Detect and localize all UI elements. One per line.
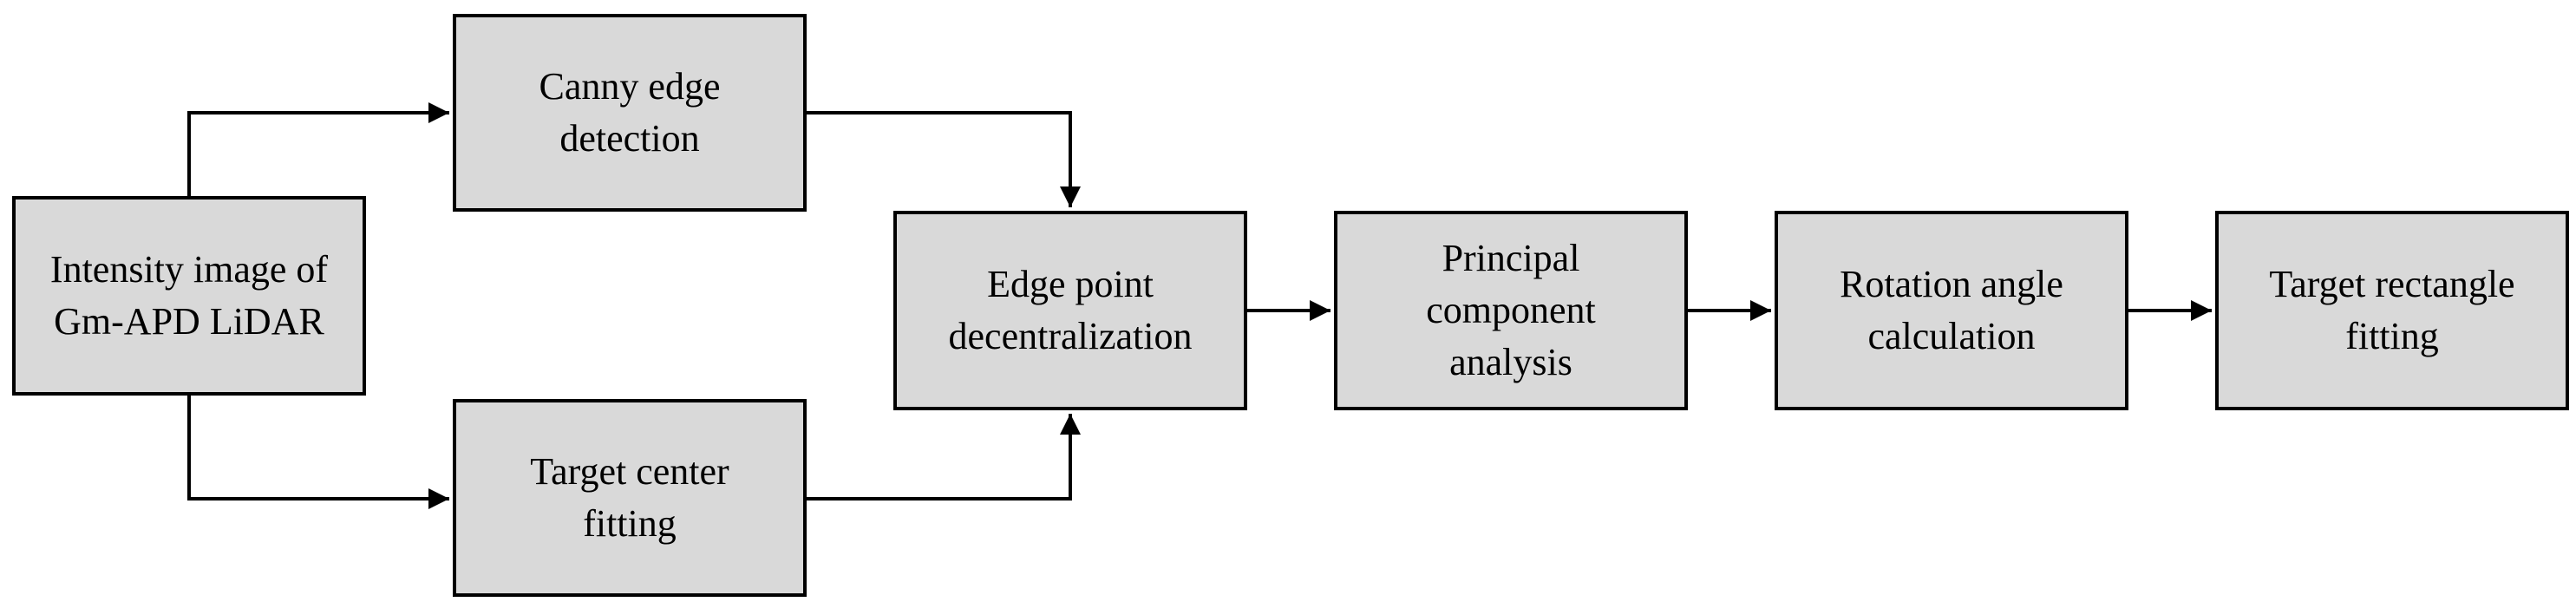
node-rotation-angle-calculation: Rotation angle calculation (1775, 211, 2128, 410)
node-intensity-image: Intensity image of Gm-APD LiDAR (12, 196, 366, 396)
node-edge-point-decentralization-label: Edge point decentralization (948, 263, 1193, 357)
node-edge-point-decentralization: Edge point decentralization (893, 211, 1247, 410)
node-rotation-angle-calculation-label: Rotation angle calculation (1840, 263, 2063, 357)
node-intensity-image-label: Intensity image of Gm-APD LiDAR (49, 248, 329, 343)
arrow-center-to-edge (807, 414, 1081, 501)
arrow-source-to-canny (187, 102, 449, 196)
node-principal-component-analysis-label: Principal component analysis (1426, 237, 1596, 383)
node-target-rectangle-fitting: Target rectangle fitting (2215, 211, 2569, 410)
node-target-rectangle-fitting-label: Target rectangle fitting (2269, 263, 2515, 357)
arrow-canny-to-edge (807, 111, 1081, 207)
node-canny-edge-detection-label: Canny edge detection (539, 65, 721, 160)
node-target-center-fitting: Target center fitting (453, 399, 807, 597)
node-target-center-fitting-label: Target center fitting (530, 450, 729, 545)
arrow-source-to-center (187, 396, 449, 509)
node-canny-edge-detection: Canny edge detection (453, 14, 807, 212)
node-principal-component-analysis: Principal component analysis (1334, 211, 1688, 410)
